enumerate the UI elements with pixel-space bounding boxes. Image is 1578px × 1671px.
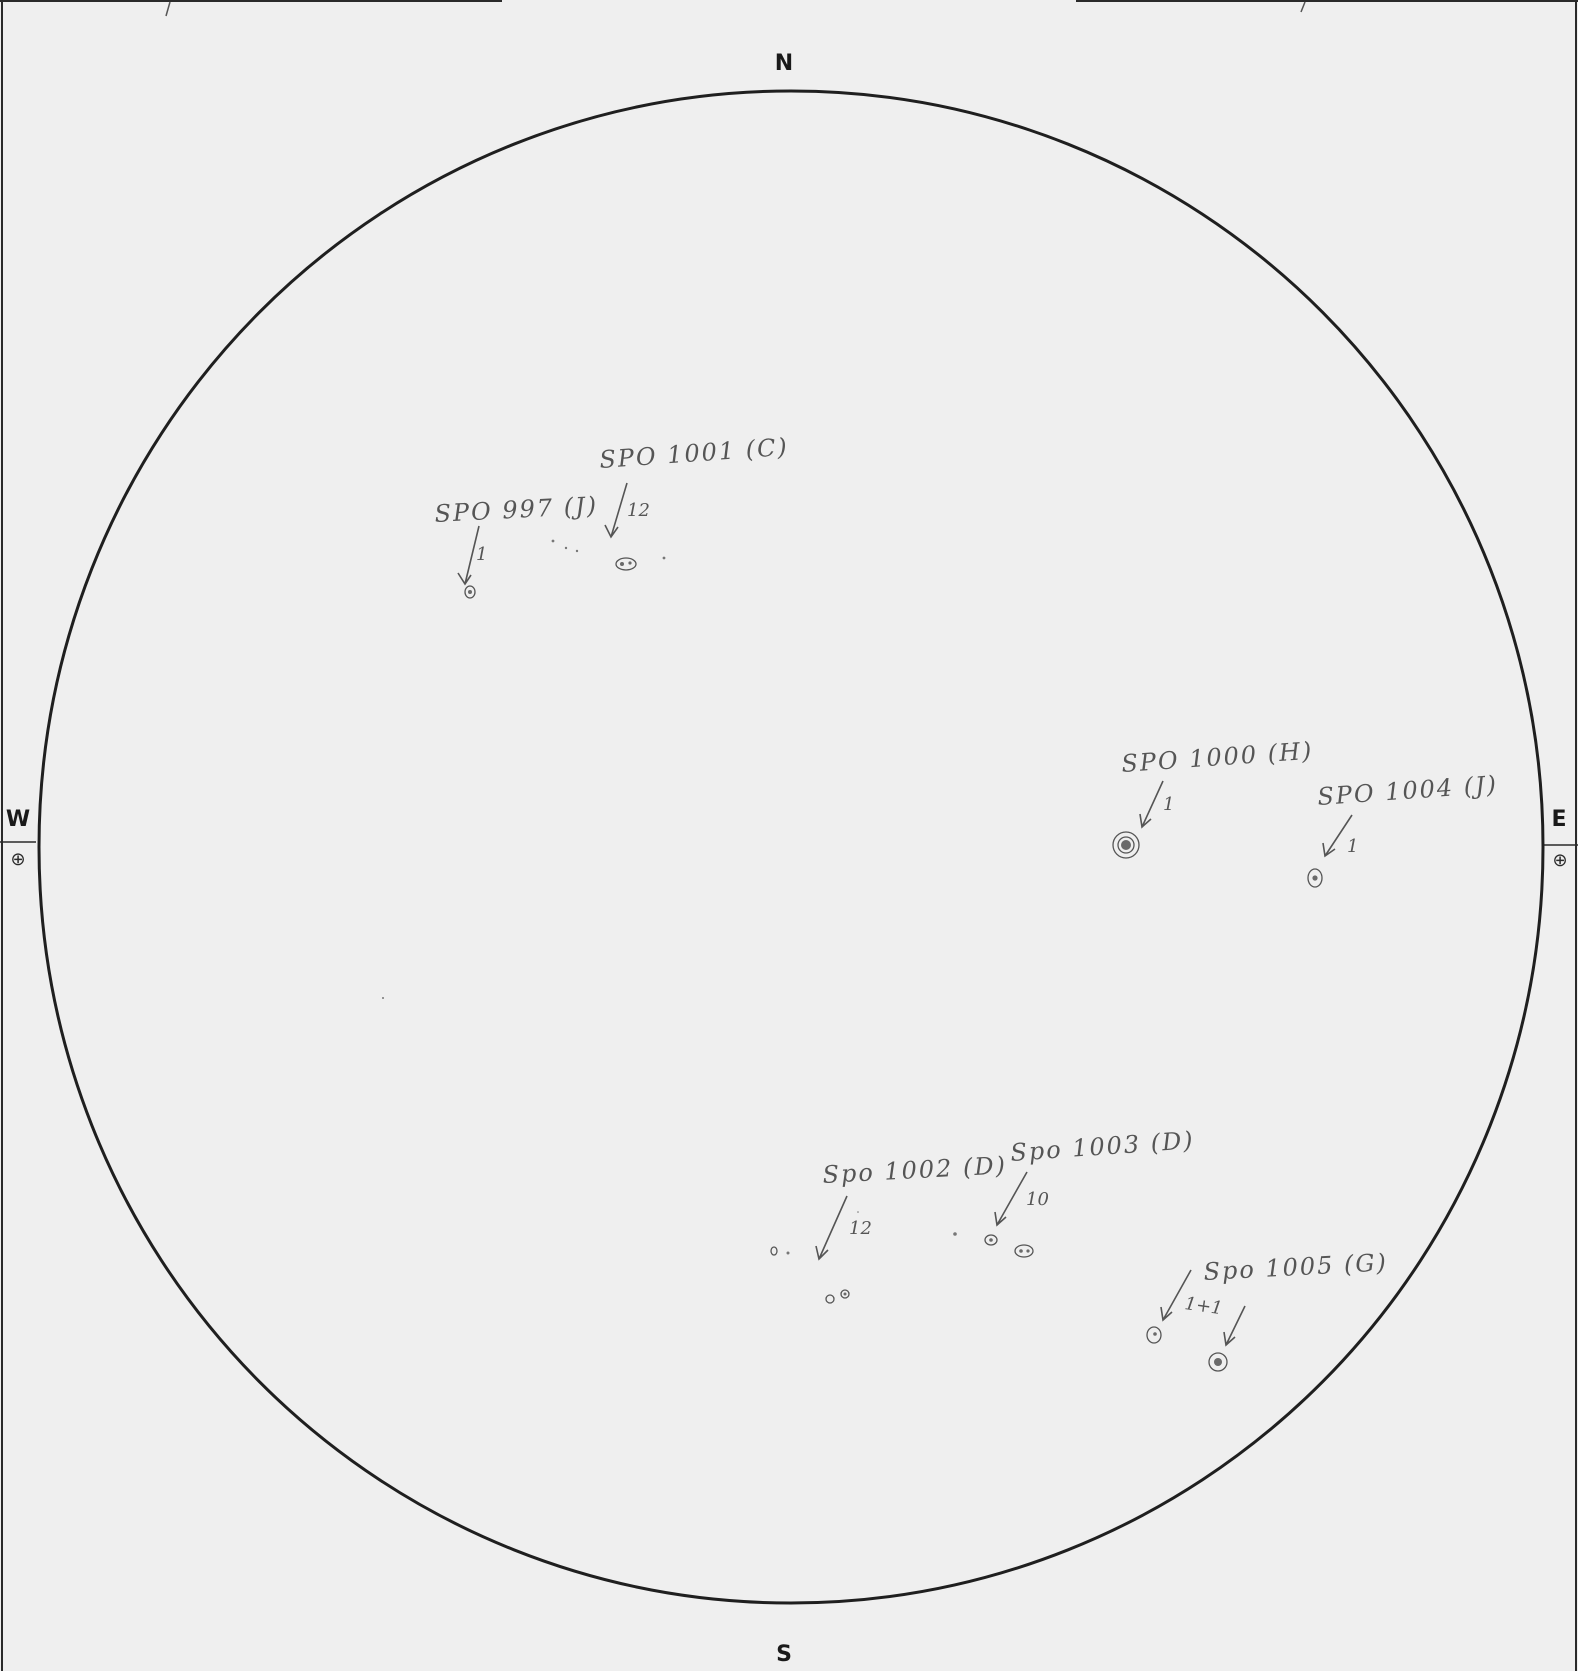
sunspot [616, 558, 636, 570]
sunspot [826, 1295, 834, 1303]
solar-disk [39, 91, 1543, 1603]
sunspot-umbra [1019, 1249, 1023, 1253]
pencil-speck [857, 1211, 859, 1213]
sunspot-umbra [468, 590, 472, 594]
spot-count: 12 [627, 500, 650, 521]
spot-count: 10 [1026, 1189, 1049, 1210]
group-label: Spo 1005 (G) [1203, 1248, 1389, 1286]
sunspot-umbra [844, 1293, 847, 1296]
sunspot-group-spo1002: Spo 1002 (D) 12 [771, 1151, 1008, 1303]
pointer-arrow [1140, 781, 1163, 827]
west-marker-icon: ⊕ [10, 849, 25, 870]
group-label: SPO 1004 (J) [1316, 770, 1498, 811]
pointer-arrow [995, 1172, 1027, 1225]
sunspot-dot [565, 547, 567, 549]
spot-count: 1 [1347, 836, 1358, 857]
sunspot-umbra [1312, 875, 1317, 880]
sunspot-group-spo1000: SPO 1000 (H) 1 [1113, 737, 1314, 858]
pointer-arrow [816, 1196, 847, 1259]
group-label: SPO 1001 (C) [598, 433, 789, 474]
sunspot [1015, 1245, 1033, 1257]
group-label: Spo 1003 (D) [1009, 1126, 1195, 1167]
west-label: W [6, 807, 30, 832]
spot-count: 12 [849, 1218, 872, 1239]
sunspot-group-spo1003: Spo 1003 (D) 10 [953, 1126, 1195, 1257]
pointer-arrow [1224, 1306, 1245, 1345]
group-label: SPO 997 (J) [434, 491, 599, 528]
sunspot-group-spo1004: SPO 1004 (J) 1 [1308, 770, 1499, 887]
sunspot [771, 1247, 777, 1255]
south-label: S [776, 1642, 792, 1667]
group-label: SPO 1000 (H) [1120, 737, 1314, 778]
pointer-arrow [605, 483, 627, 537]
sunspot-dot [576, 550, 578, 552]
sunspot-dot [552, 540, 555, 543]
sunspot-umbra [628, 561, 631, 564]
sunspot-umbra [1026, 1249, 1029, 1252]
sunspot-dot [953, 1232, 957, 1236]
sunspot-dot [663, 557, 666, 560]
east-marker-icon: ⊕ [1552, 850, 1567, 871]
sunspot-umbra [1214, 1358, 1222, 1366]
spot-count: 1+1 [1183, 1293, 1224, 1319]
sunspot-group-spo997: SPO 997 (J) 1 [434, 491, 599, 598]
sunspot-umbra [1153, 1332, 1157, 1336]
north-label: N [775, 51, 793, 76]
sunspot-umbra [1121, 840, 1131, 850]
pencil-speck [382, 997, 384, 999]
group-label: Spo 1002 (D) [822, 1151, 1008, 1189]
spot-count: 1 [1163, 794, 1174, 815]
sunspot-group-spo1005: Spo 1005 (G) 1+1 [1147, 1248, 1389, 1371]
sunspot-umbra [989, 1238, 993, 1242]
sunspot-umbra [620, 562, 624, 566]
east-label: E [1551, 807, 1566, 832]
spot-count: 1 [476, 544, 487, 565]
sunspot-dot [787, 1252, 790, 1255]
